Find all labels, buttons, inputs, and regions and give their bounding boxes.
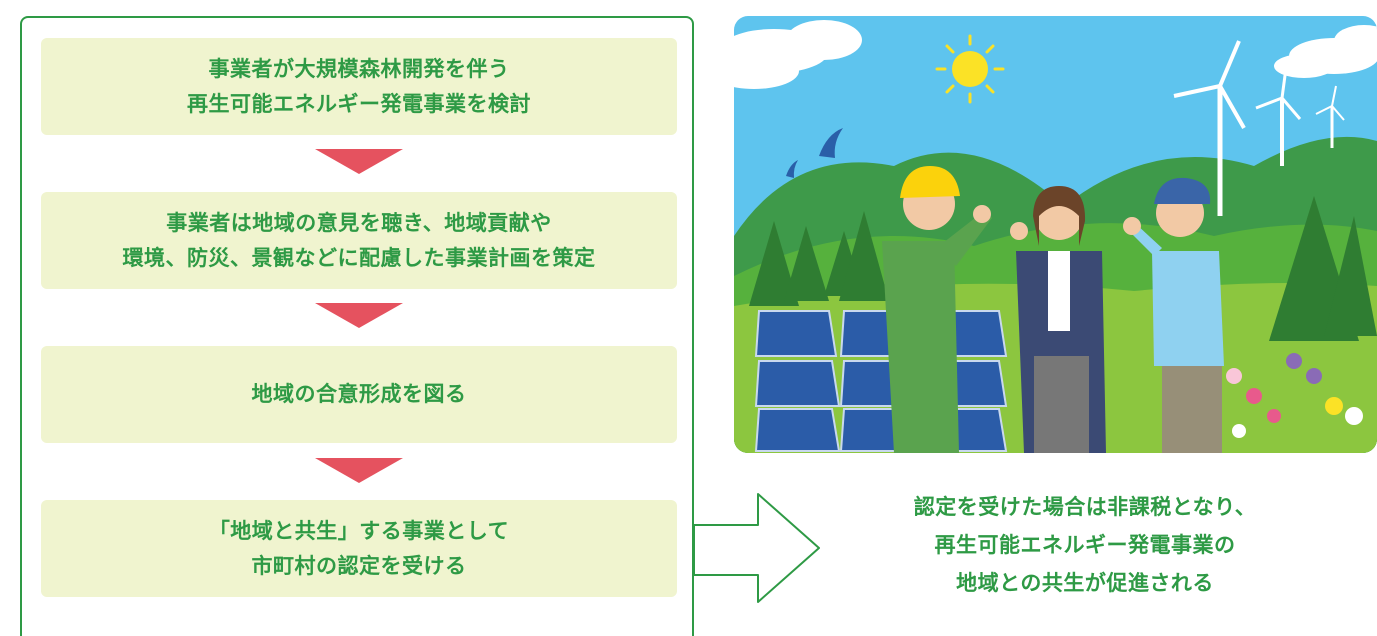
step-4-box: 「地域と共生」する事業として 市町村の認定を受ける (41, 500, 677, 597)
step-2-box: 事業者は地域の意見を聴き、地域貢献や 環境、防災、景観などに配慮した事業計画を策… (41, 192, 677, 289)
step-1-line-2: 再生可能エネルギー発電事業を検討 (187, 91, 531, 116)
bird-icon (786, 128, 843, 178)
step-3-box: 地域の合意形成を図る (41, 346, 677, 443)
tree-icon (749, 196, 1377, 341)
solar-panel-icon (754, 310, 1008, 452)
cap-icon (1154, 177, 1211, 204)
result-line-3: 地域との共生が促進される (956, 571, 1214, 595)
helmet-icon (900, 166, 960, 198)
step-1-box: 事業者が大規模森林開発を伴う 再生可能エネルギー発電事業を検討 (41, 38, 677, 135)
step-3-line-1: 地域の合意形成を図る (251, 382, 467, 406)
down-arrow-icon (315, 303, 403, 328)
flowers-icon (1226, 353, 1363, 438)
community-illustration (734, 16, 1377, 453)
flow-frame (20, 16, 694, 636)
step-4-line-2: 市町村の認定を受ける (251, 553, 467, 578)
down-arrow-icon (315, 149, 403, 174)
woman-figure (1010, 186, 1106, 453)
step-4-line-1: 「地域と共生」する事業として (208, 518, 510, 543)
step-1-line-1: 事業者が大規模森林開発を伴う (208, 56, 510, 81)
down-arrow-icon (315, 458, 403, 483)
result-line-1: 認定を受けた場合は非課税となり、 (913, 495, 1257, 519)
cloud-icon (1274, 25, 1377, 78)
step-2-line-1: 事業者は地域の意見を聴き、地域貢献や (166, 210, 552, 235)
sun-icon (935, 34, 1005, 104)
right-arrow-icon (694, 493, 820, 603)
result-line-2: 再生可能エネルギー発電事業の (934, 533, 1236, 557)
man-figure (1123, 177, 1224, 453)
cloud-icon (734, 20, 862, 89)
step-2-line-2: 環境、防災、景観などに配慮した事業計画を策定 (122, 245, 596, 270)
wind-turbine-icon (1173, 40, 1345, 216)
worker-figure (882, 166, 992, 453)
result-text: 認定を受けた場合は非課税となり、 再生可能エネルギー発電事業の 地域との共生が促… (790, 488, 1377, 602)
